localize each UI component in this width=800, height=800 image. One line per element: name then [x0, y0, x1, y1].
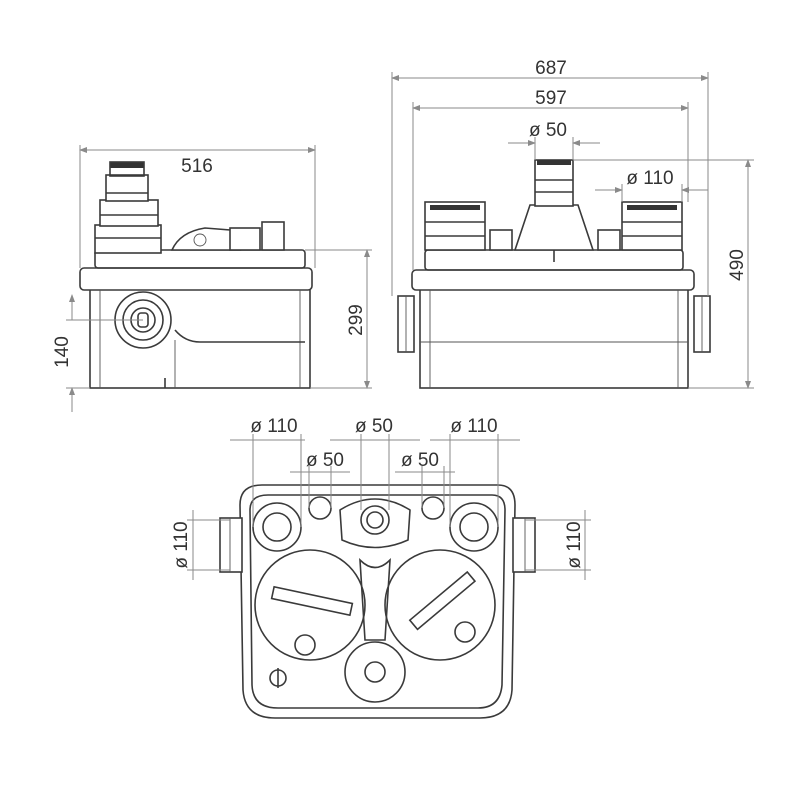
dimension-top-110-left: ø 110	[230, 416, 305, 527]
dimension-687: 687	[391, 58, 709, 296]
dimension-label-top-50-center: ø 50	[355, 416, 393, 437]
side-view: 516 299 140	[52, 145, 372, 412]
dimension-140: 140	[52, 294, 143, 412]
side-view-inlet-stack	[94, 161, 162, 254]
dimension-label-140: 140	[52, 336, 73, 368]
dimension-label-right-110: ø 110	[564, 521, 585, 568]
side-view-top-components	[170, 221, 285, 251]
side-view-body	[79, 249, 313, 389]
dimension-label-inner-50-left: ø 50	[306, 450, 344, 471]
dimension-inlet-110: ø 110	[595, 168, 708, 202]
dimension-label-inlet-50: ø 50	[529, 120, 567, 141]
dimension-299: 299	[305, 249, 372, 389]
dimension-inner-50-left: ø 50	[290, 450, 350, 508]
dimension-inner-50-right: ø 50	[395, 450, 455, 508]
dimension-right-110: ø 110	[525, 510, 591, 580]
front-view-body	[397, 249, 711, 389]
dimension-label-597: 597	[535, 88, 567, 109]
top-view: ø 110 ø 50 ø 110 ø 50 ø 50	[171, 416, 591, 719]
dimension-490: 490	[573, 159, 754, 389]
dimension-label-490: 490	[727, 249, 748, 281]
dimension-label-inner-50-right: ø 50	[401, 450, 439, 471]
dimension-label-687: 687	[535, 58, 567, 79]
dimension-label-inlet-110: ø 110	[626, 168, 673, 189]
dimension-label-top-110-right: ø 110	[450, 416, 497, 437]
dimension-left-110: ø 110	[171, 510, 230, 580]
dimension-label-516: 516	[181, 156, 213, 177]
dimension-label-299: 299	[346, 304, 367, 336]
dimension-top-50-center: ø 50	[330, 416, 420, 510]
dimension-516: 516	[79, 145, 316, 268]
dimension-label-top-110-left: ø 110	[250, 416, 297, 437]
dimension-top-110-right: ø 110	[430, 416, 520, 527]
dimension-inlet-50: ø 50	[508, 120, 600, 160]
front-view: 687 597 ø 50 ø 110 490	[391, 58, 754, 389]
top-view-chambers	[254, 549, 496, 703]
dimension-label-left-110: ø 110	[171, 521, 192, 568]
front-view-stacks	[424, 159, 683, 262]
dimension-597: 597	[412, 88, 689, 270]
